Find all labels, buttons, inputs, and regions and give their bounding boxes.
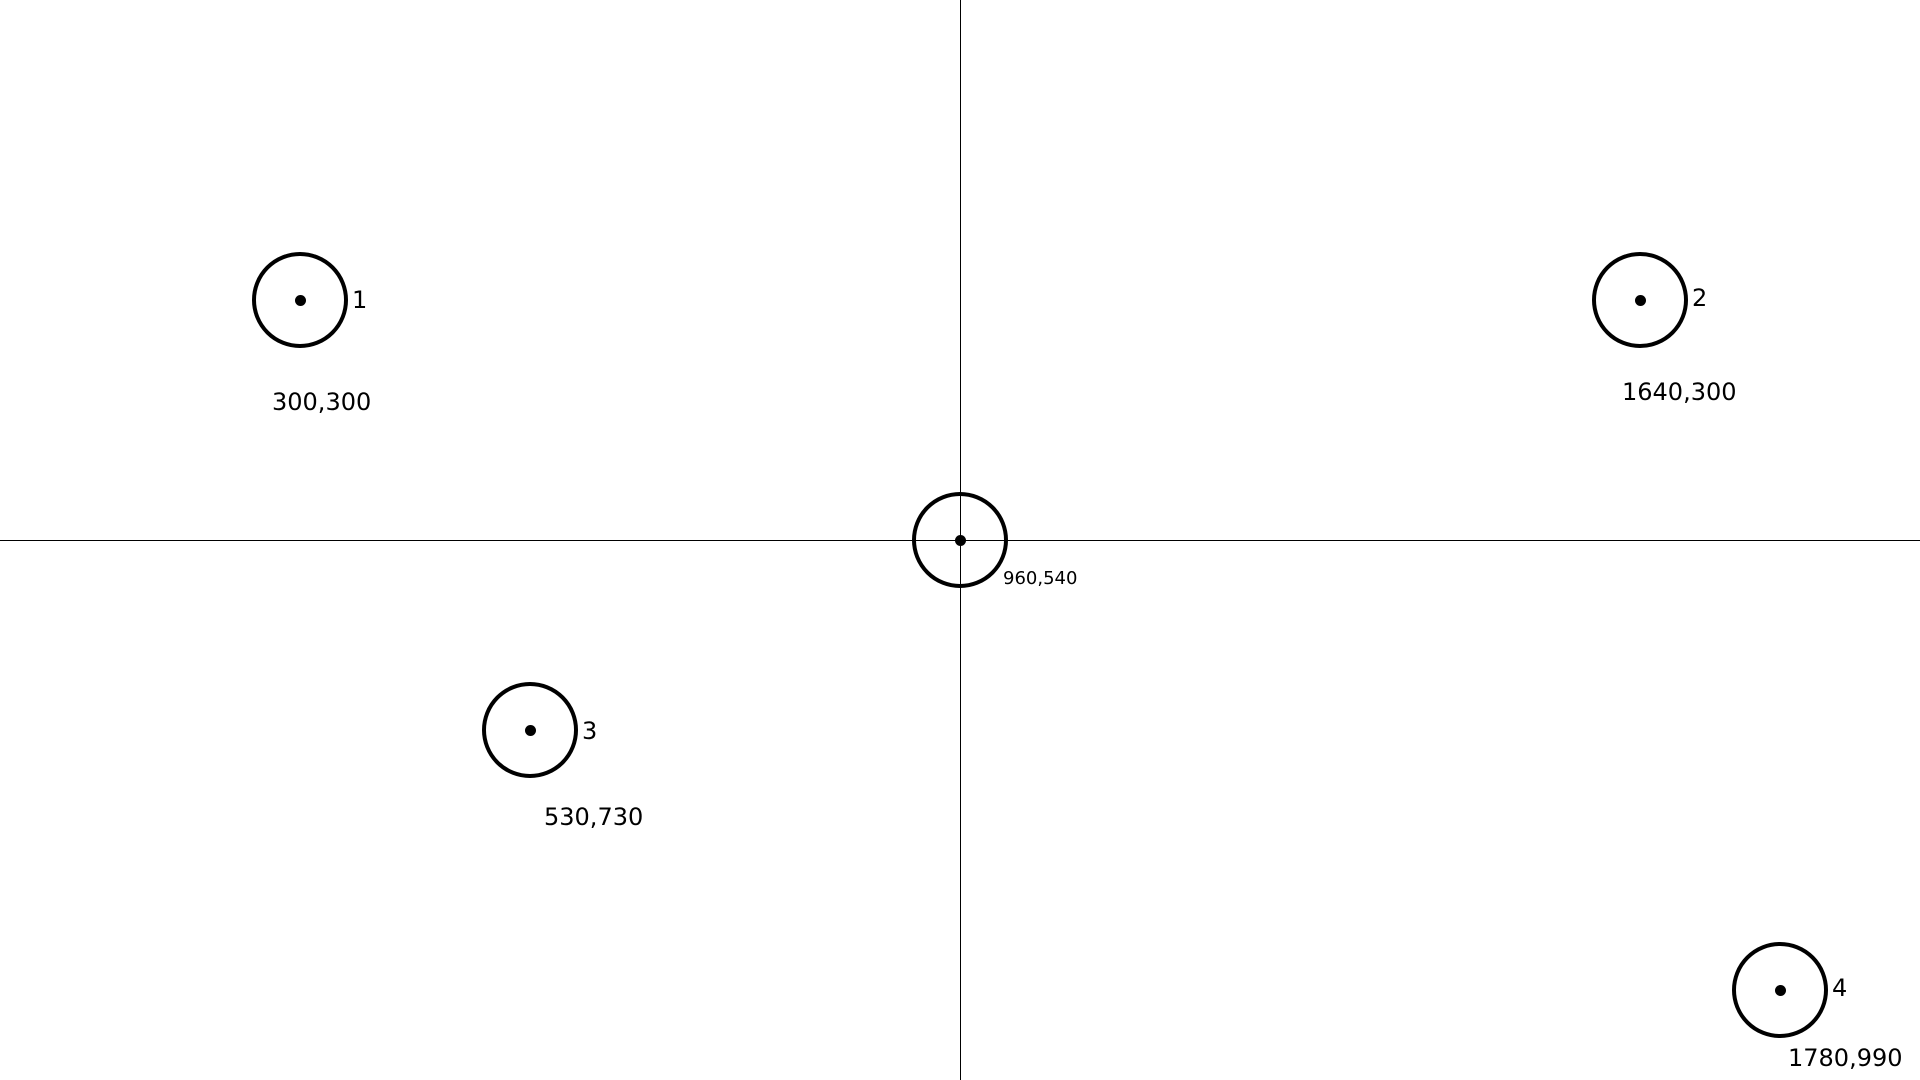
target-coords-4: 1780,990 [1788,1044,1903,1072]
center-target-dot [954,534,966,546]
target-dot-1 [294,294,306,306]
target-number-1: 1 [352,286,368,314]
target-number-3: 3 [582,717,598,745]
target-coords-2: 1640,300 [1622,378,1737,406]
target-coords-1: 300,300 [272,388,372,416]
target-circle-2[interactable] [1592,252,1688,348]
target-circle-3[interactable] [482,682,578,778]
target-coords-3: 530,730 [544,803,644,831]
target-number-2: 2 [1692,284,1708,312]
target-dot-2 [1634,294,1646,306]
center-coords-label: 960,540 [1003,568,1078,589]
target-dot-3 [524,724,536,736]
center-target-circle[interactable] [912,492,1008,588]
target-number-4: 4 [1832,974,1848,1002]
target-dot-4 [1774,984,1786,996]
target-circle-1[interactable] [252,252,348,348]
target-circle-4[interactable] [1732,942,1828,1038]
